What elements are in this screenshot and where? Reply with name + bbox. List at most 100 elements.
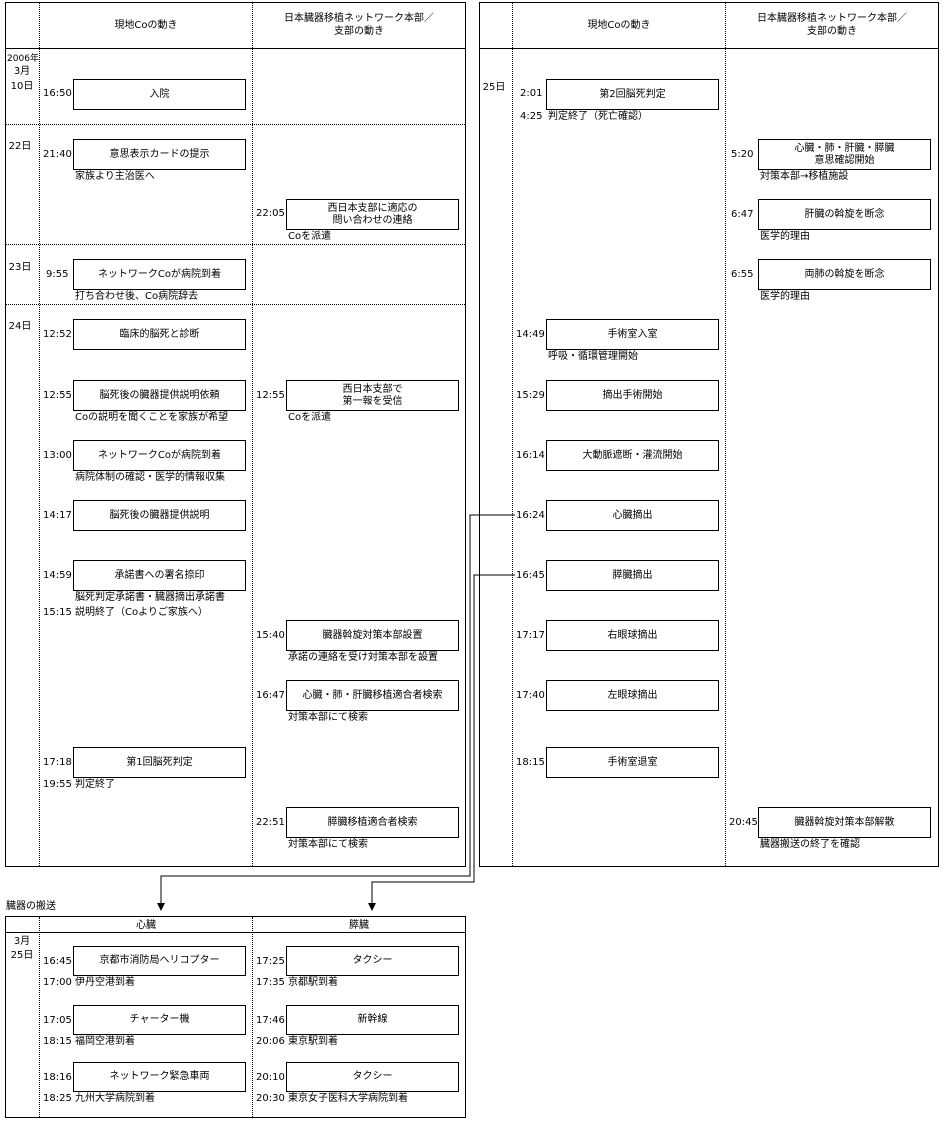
event-time: 17:46 — [256, 1015, 285, 1026]
event-time: 14:49 — [516, 329, 545, 340]
event-note: 対策本部にて検索 — [288, 839, 368, 850]
event-note: 脳死判定承諾書・臓器摘出承諾書 — [75, 592, 225, 603]
column-header-pancreas: 膵臓 — [349, 920, 369, 931]
divider — [6, 304, 465, 305]
column-header-local: 現地Coの動き — [587, 20, 651, 31]
column-header-local: 現地Coの動き — [114, 20, 178, 31]
event-time: 12:55 — [256, 390, 285, 401]
date-day: 10日 — [10, 81, 34, 92]
event-box: 承諾書への署名捺印 — [73, 560, 246, 591]
event-box: 第1回脳死判定 — [73, 747, 246, 778]
transport-box: ネットワーク緊急車両 — [73, 1062, 246, 1092]
event-note: 京都駅到着 — [288, 977, 338, 988]
event-box: 手術室入室 — [546, 319, 719, 350]
date-day: 24日 — [8, 321, 32, 332]
event-time: 16:45 — [516, 570, 545, 581]
divider — [5, 932, 466, 933]
event-time: 2:01 — [520, 88, 543, 99]
divider — [5, 48, 466, 49]
event-note: 病院体制の確認・医学的情報収集 — [75, 472, 225, 483]
event-box: 心臓・肺・肝臓移植適合者検索 — [286, 680, 459, 711]
event-note: 九州大学病院到着 — [75, 1093, 155, 1104]
divider — [39, 3, 40, 866]
divider — [39, 917, 40, 1117]
event-box: 脳死後の臓器提供説明依頼 — [73, 380, 246, 411]
event-note: 対策本部→移植施設 — [760, 171, 849, 182]
event-time: 20:06 — [256, 1036, 285, 1047]
event-box: 西日本支部で 第一報を受信 — [286, 380, 459, 411]
event-box: 右眼球摘出 — [546, 620, 719, 651]
event-box: 摘出手術開始 — [546, 380, 719, 411]
event-time: 22:51 — [256, 817, 285, 828]
event-box: 膵臓移植適合者検索 — [286, 807, 459, 838]
event-time: 16:45 — [43, 956, 72, 967]
transport-box: チャーター機 — [73, 1005, 246, 1035]
event-box: 手術室退室 — [546, 747, 719, 778]
event-time: 17:17 — [516, 630, 545, 641]
event-time: 17:05 — [43, 1015, 72, 1026]
event-time: 15:29 — [516, 390, 545, 401]
event-time: 16:14 — [516, 450, 545, 461]
event-box: ネットワークCoが病院到着 — [73, 259, 246, 290]
event-time: 17:25 — [256, 956, 285, 967]
event-time: 18:15 — [43, 1036, 72, 1047]
divider — [725, 3, 726, 866]
event-time: 17:35 — [256, 977, 285, 988]
event-note: 対策本部にて検索 — [288, 712, 368, 723]
event-note: 家族より主治医へ — [75, 171, 155, 182]
event-time: 13:00 — [43, 450, 72, 461]
event-note: 臓器搬送の終了を確認 — [760, 839, 860, 850]
event-box: 膵臓摘出 — [546, 560, 719, 591]
event-note: 打ち合わせ後、Co病院辞去 — [75, 291, 199, 302]
column-header-network: 日本臓器移植ネットワーク本部／ 支部の動き — [757, 13, 907, 37]
event-note: 判定終了 — [75, 779, 115, 790]
event-time: 17:18 — [43, 757, 72, 768]
event-time: 22:05 — [256, 208, 285, 219]
event-note: 伊丹空港到着 — [75, 977, 135, 988]
event-note: 判定終了（死亡確認） — [548, 111, 648, 122]
date-day: 25日 — [482, 82, 506, 93]
event-time: 20:30 — [256, 1093, 285, 1104]
pancreas-transport-connector — [371, 574, 515, 903]
event-time: 17:40 — [516, 690, 545, 701]
event-time: 18:25 — [43, 1093, 72, 1104]
event-time: 20:45 — [729, 817, 758, 828]
date-day: 22日 — [8, 141, 32, 152]
event-note: 東京女子医科大学病院到着 — [288, 1093, 408, 1104]
transport-box: タクシー — [286, 946, 459, 976]
divider — [252, 917, 253, 1117]
heart-transport-connector — [160, 514, 515, 903]
event-box: 臓器斡旋対策本部解散 — [758, 807, 931, 838]
transport-box: タクシー — [286, 1062, 459, 1092]
event-time: 20:10 — [256, 1072, 285, 1083]
event-note: 医学的理由 — [760, 231, 810, 242]
event-box: 大動脈遮断・灌流開始 — [546, 440, 719, 471]
divider — [6, 244, 465, 245]
event-box: 心臓・肺・肝臓・膵臓 意思確認開始 — [758, 139, 931, 170]
event-time: 4:25 — [520, 111, 543, 122]
event-time: 21:40 — [43, 149, 72, 160]
divider — [252, 3, 253, 866]
event-note: 東京駅到着 — [288, 1036, 338, 1047]
arrow-head — [157, 903, 165, 911]
event-time: 5:20 — [731, 149, 754, 160]
event-box: 肝臓の斡旋を断念 — [758, 199, 931, 230]
date-year: 2006年 — [7, 54, 39, 64]
transport-title: 臓器の搬送 — [6, 901, 56, 912]
event-time: 18:15 — [516, 757, 545, 768]
event-time: 18:16 — [43, 1072, 72, 1083]
date-month: 3月 — [13, 66, 31, 77]
column-header-network: 日本臓器移植ネットワーク本部／ 支部の動き — [284, 13, 434, 37]
event-box: 臨床的脳死と診断 — [73, 319, 246, 350]
event-note: 福岡空港到着 — [75, 1036, 135, 1047]
date-month: 3月 — [13, 936, 31, 947]
transport-box: 新幹線 — [286, 1005, 459, 1035]
event-note: 承諾の連絡を受け対策本部を設置 — [288, 652, 438, 663]
event-note: Coの説明を聞くことを家族が希望 — [75, 412, 229, 423]
event-box: 第2回脳死判定 — [546, 79, 719, 110]
event-box: 臓器斡旋対策本部設置 — [286, 620, 459, 651]
event-note: Coを派遣 — [288, 412, 332, 423]
event-time: 14:59 — [43, 570, 72, 581]
divider — [479, 48, 939, 49]
